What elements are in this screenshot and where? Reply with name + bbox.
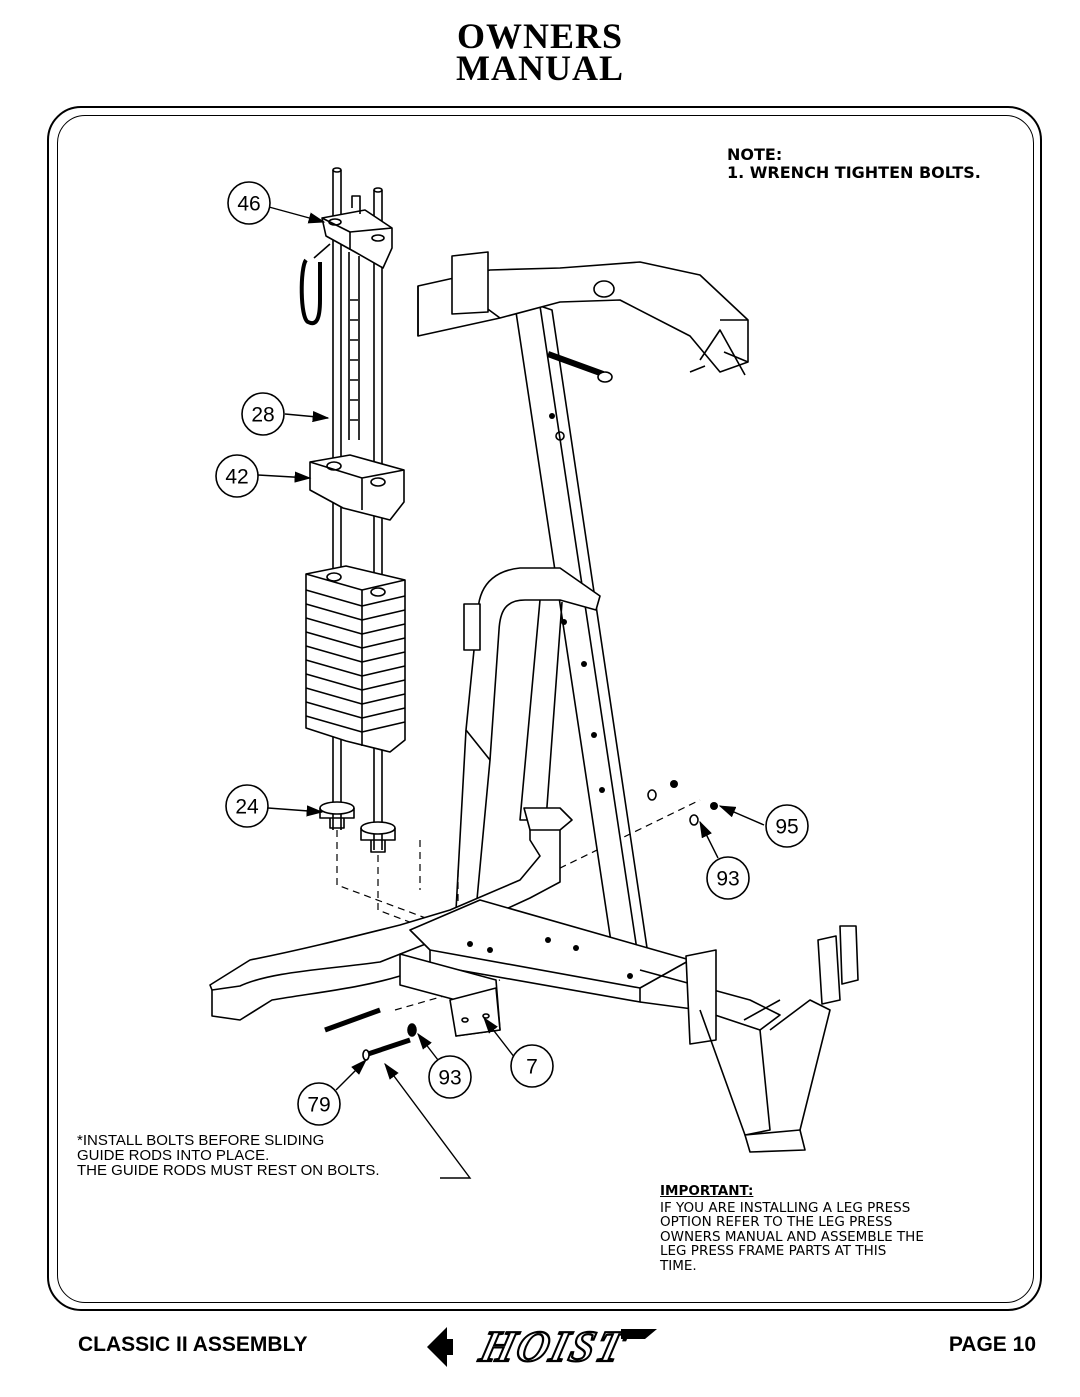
rubber-bumpers-24: [319, 801, 396, 853]
top-plate-46: [321, 195, 393, 269]
important-note: IMPORTANT: IF YOU ARE INSTALLING A LEG P…: [660, 1184, 1000, 1273]
important-line-4: LEG PRESS FRAME PARTS AT THIS: [660, 1243, 887, 1259]
callout-bubble-42: [215, 454, 259, 498]
base-frame: [209, 807, 859, 1153]
hoist-logo: HOIST: [427, 1321, 657, 1372]
svg-text:HOIST: HOIST: [474, 1322, 632, 1371]
important-line-5: TIME.: [660, 1257, 697, 1274]
install-bolts-note: *INSTALL BOLTS BEFORE SLIDING GUIDE RODS…: [77, 1133, 380, 1178]
diagram-frame-inner: [57, 115, 1034, 1303]
note-item-1: 1. WRENCH TIGHTEN BOLTS.: [727, 163, 981, 182]
section-title: CLASSIC II ASSEMBLY: [78, 1333, 308, 1356]
callout-bubble-46: [227, 181, 271, 225]
install-note-line-3: THE GUIDE RODS MUST REST ON BOLTS.: [77, 1162, 380, 1179]
title-line-1: OWNERS: [456, 16, 624, 56]
selector-pin: [299, 243, 331, 326]
callout-95: 95: [775, 816, 798, 839]
base-holes: [467, 937, 633, 979]
title-line-2: MANUAL: [456, 48, 624, 88]
callout-leaders: [257, 206, 765, 1179]
install-note-line-2: GUIDE RODS INTO PLACE.: [77, 1147, 270, 1164]
pulley-pin: [546, 351, 613, 383]
page-title: OWNERS MANUAL: [0, 16, 1080, 88]
callout-bubble-7: [510, 1044, 554, 1088]
install-note-line-1: *INSTALL BOLTS BEFORE SLIDING: [77, 1132, 325, 1149]
callout-24: 24: [235, 796, 259, 819]
callout-46: 46: [237, 193, 260, 216]
callout-bubbles: [215, 181, 809, 1126]
bolts-79: [324, 1007, 411, 1061]
selector-stem: [348, 252, 360, 440]
note-heading: NOTE:: [727, 145, 783, 164]
important-heading: IMPORTANT:: [660, 1183, 754, 1199]
diagram-frame-outer: [47, 106, 1042, 1311]
top-boom: [417, 251, 749, 376]
nuts-95: [670, 780, 718, 810]
important-line-1: IF YOU ARE INSTALLING A LEG PRESS: [660, 1199, 911, 1216]
callout-bubble-28: [241, 392, 285, 436]
callout-7: 7: [526, 1056, 538, 1079]
callout-28: 28: [251, 404, 274, 427]
callout-bubble-93b: [428, 1055, 472, 1099]
important-line-2: OPTION REFER TO THE LEG PRESS: [660, 1214, 893, 1230]
page-number: PAGE 10: [948, 1333, 1036, 1356]
callout-42: 42: [225, 466, 248, 489]
callout-bubble-79: [297, 1082, 341, 1126]
important-line-3: OWNERS MANUAL AND ASSEMBLE THE: [660, 1228, 924, 1245]
assembly-note: NOTE: 1. WRENCH TIGHTEN BOLTS.: [727, 146, 981, 182]
top-weight-42: [309, 454, 405, 521]
callout-93a: 93: [716, 868, 739, 891]
callout-79: 79: [307, 1094, 330, 1117]
callout-bubble-24: [225, 784, 269, 828]
washers-93: [407, 789, 699, 1037]
callout-93b: 93: [438, 1067, 461, 1090]
callout-bubble-95: [765, 804, 809, 848]
callout-bubble-93a: [706, 856, 750, 900]
weight-stack: [305, 565, 406, 753]
